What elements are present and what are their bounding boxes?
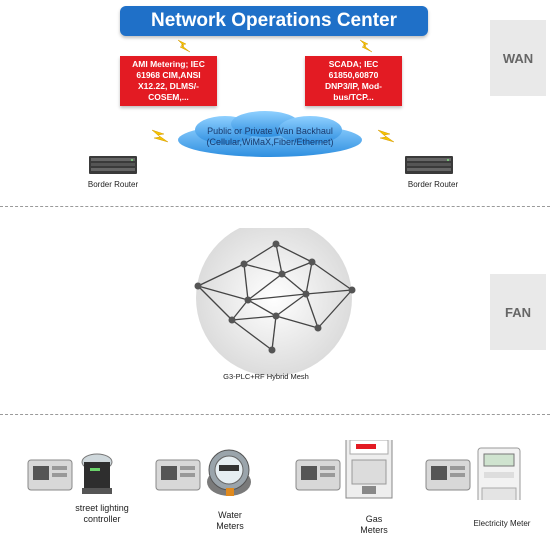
mesh-diagram [194, 228, 356, 376]
noc-title: Network Operations Center [120, 6, 428, 36]
lightning-icon [377, 129, 395, 143]
street-lighting-label: street lighting controller [75, 503, 129, 524]
lightning-icon [151, 129, 169, 143]
border-router-right-icon [405, 156, 453, 174]
border-router-left-icon [89, 156, 137, 174]
border-router-right-label: Border Router [407, 180, 459, 189]
mesh-nodes [194, 240, 356, 354]
street-lighting-controller-icon [81, 453, 113, 494]
gas-meters-label: Gas Meters [360, 514, 388, 535]
ami-protocol-box: AMI Metering; IEC 61968 CIM,ANSI X12.22,… [120, 56, 217, 106]
comm-module-icon [425, 459, 471, 491]
wan-zone-label: WAN [490, 20, 546, 96]
fan-zone-label: FAN [490, 274, 546, 350]
mesh-label: G3-PLC+RF Hybrid Mesh [223, 372, 309, 381]
comm-module-icon [27, 459, 73, 491]
gas-meter-icon [345, 440, 393, 499]
backhaul-cloud [178, 111, 362, 157]
mesh-circle [196, 228, 352, 376]
backhaul-text: Public or Private Wan Backhaul (Cellular… [206, 126, 334, 147]
comm-module-icon [295, 459, 341, 491]
electricity-meter-icon [477, 447, 521, 500]
lightning-icon [359, 39, 373, 53]
scada-protocol-box: SCADA; IEC 61850,60870 DNP3/IP, Mod- bus… [305, 56, 402, 106]
device-icons [27, 440, 521, 500]
electricity-meter-label: Electricity Meter [473, 519, 531, 528]
mesh-links [197, 243, 353, 351]
border-router-left-label: Border Router [87, 180, 139, 189]
water-meters-label: Water Meters [216, 510, 244, 531]
wan-fan-divider [0, 206, 550, 207]
lightning-icon [177, 39, 191, 53]
water-meter-icon [207, 449, 251, 496]
comm-module-icon [155, 459, 201, 491]
fan-device-divider [0, 414, 550, 415]
